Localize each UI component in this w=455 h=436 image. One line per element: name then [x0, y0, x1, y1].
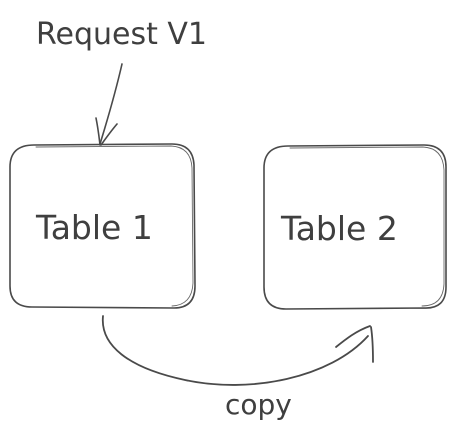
- copy-label: copy: [225, 388, 292, 421]
- copy-arrow: [101, 315, 374, 386]
- table1-label: Table 1: [35, 208, 153, 247]
- table2-label: Table 2: [280, 209, 398, 248]
- request-arrow: [95, 63, 123, 146]
- table1-node[interactable]: Table 1: [9, 143, 196, 309]
- request-label: Request V1: [36, 17, 207, 52]
- table2-box: [263, 144, 447, 310]
- table1-box: [9, 143, 196, 309]
- table2-node[interactable]: Table 2: [263, 144, 447, 310]
